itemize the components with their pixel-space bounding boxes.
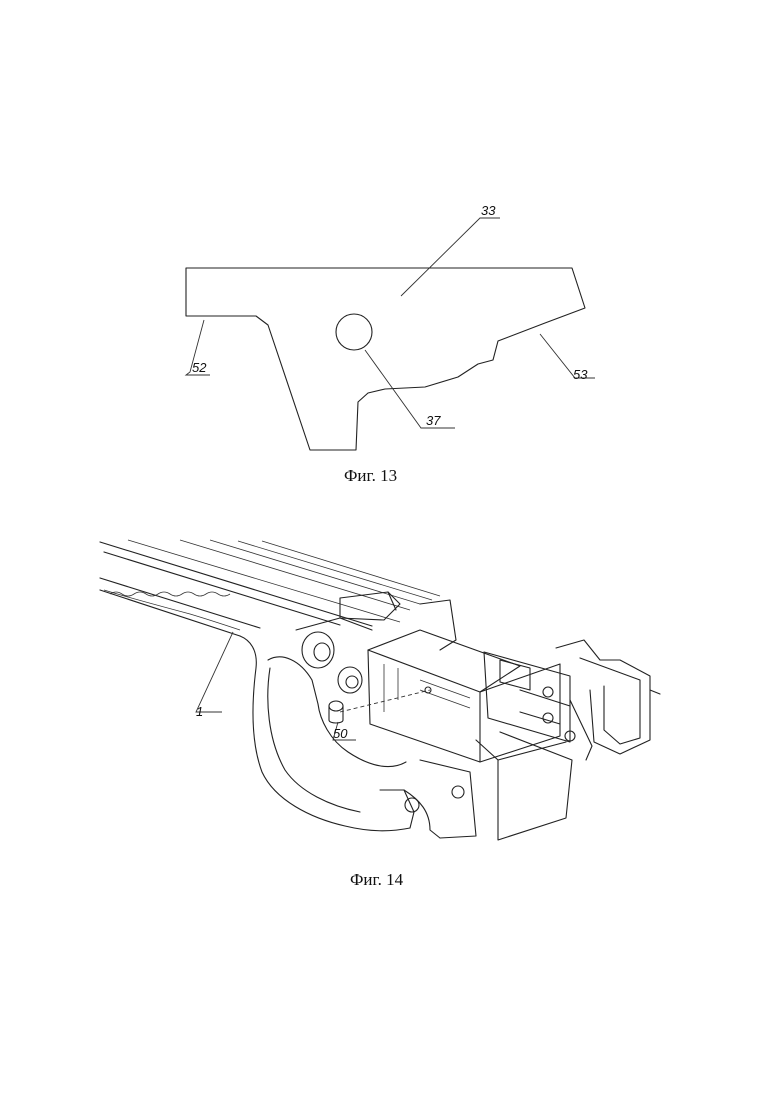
figure-14-drawing: 1 50 xyxy=(0,520,780,900)
ref-37: 37 xyxy=(426,413,441,428)
leader-33 xyxy=(401,218,500,296)
plate-outline xyxy=(186,268,585,450)
ref-1: 1 xyxy=(196,704,203,719)
figure-13-caption: Фиг. 13 xyxy=(344,466,397,486)
pin-50 xyxy=(329,690,430,723)
pivot-bosses xyxy=(296,618,372,693)
rear-housing xyxy=(476,640,660,840)
ref-33: 33 xyxy=(481,203,496,218)
leader-1 xyxy=(196,632,233,712)
figure-14-svg: 1 50 xyxy=(0,520,780,900)
ref-50: 50 xyxy=(333,726,348,741)
housing-block xyxy=(340,592,560,762)
figure-13-svg: 33 37 52 53 xyxy=(0,190,780,490)
ref-53: 53 xyxy=(573,367,588,382)
leader-37 xyxy=(365,350,455,428)
ref-52: 52 xyxy=(192,360,207,375)
figure-13-drawing: 33 37 52 53 xyxy=(0,190,780,490)
figure-14-caption: Фиг. 14 xyxy=(350,870,403,890)
trigger-guard xyxy=(240,636,476,838)
frame-rails xyxy=(100,540,440,636)
hole-37 xyxy=(336,314,372,350)
